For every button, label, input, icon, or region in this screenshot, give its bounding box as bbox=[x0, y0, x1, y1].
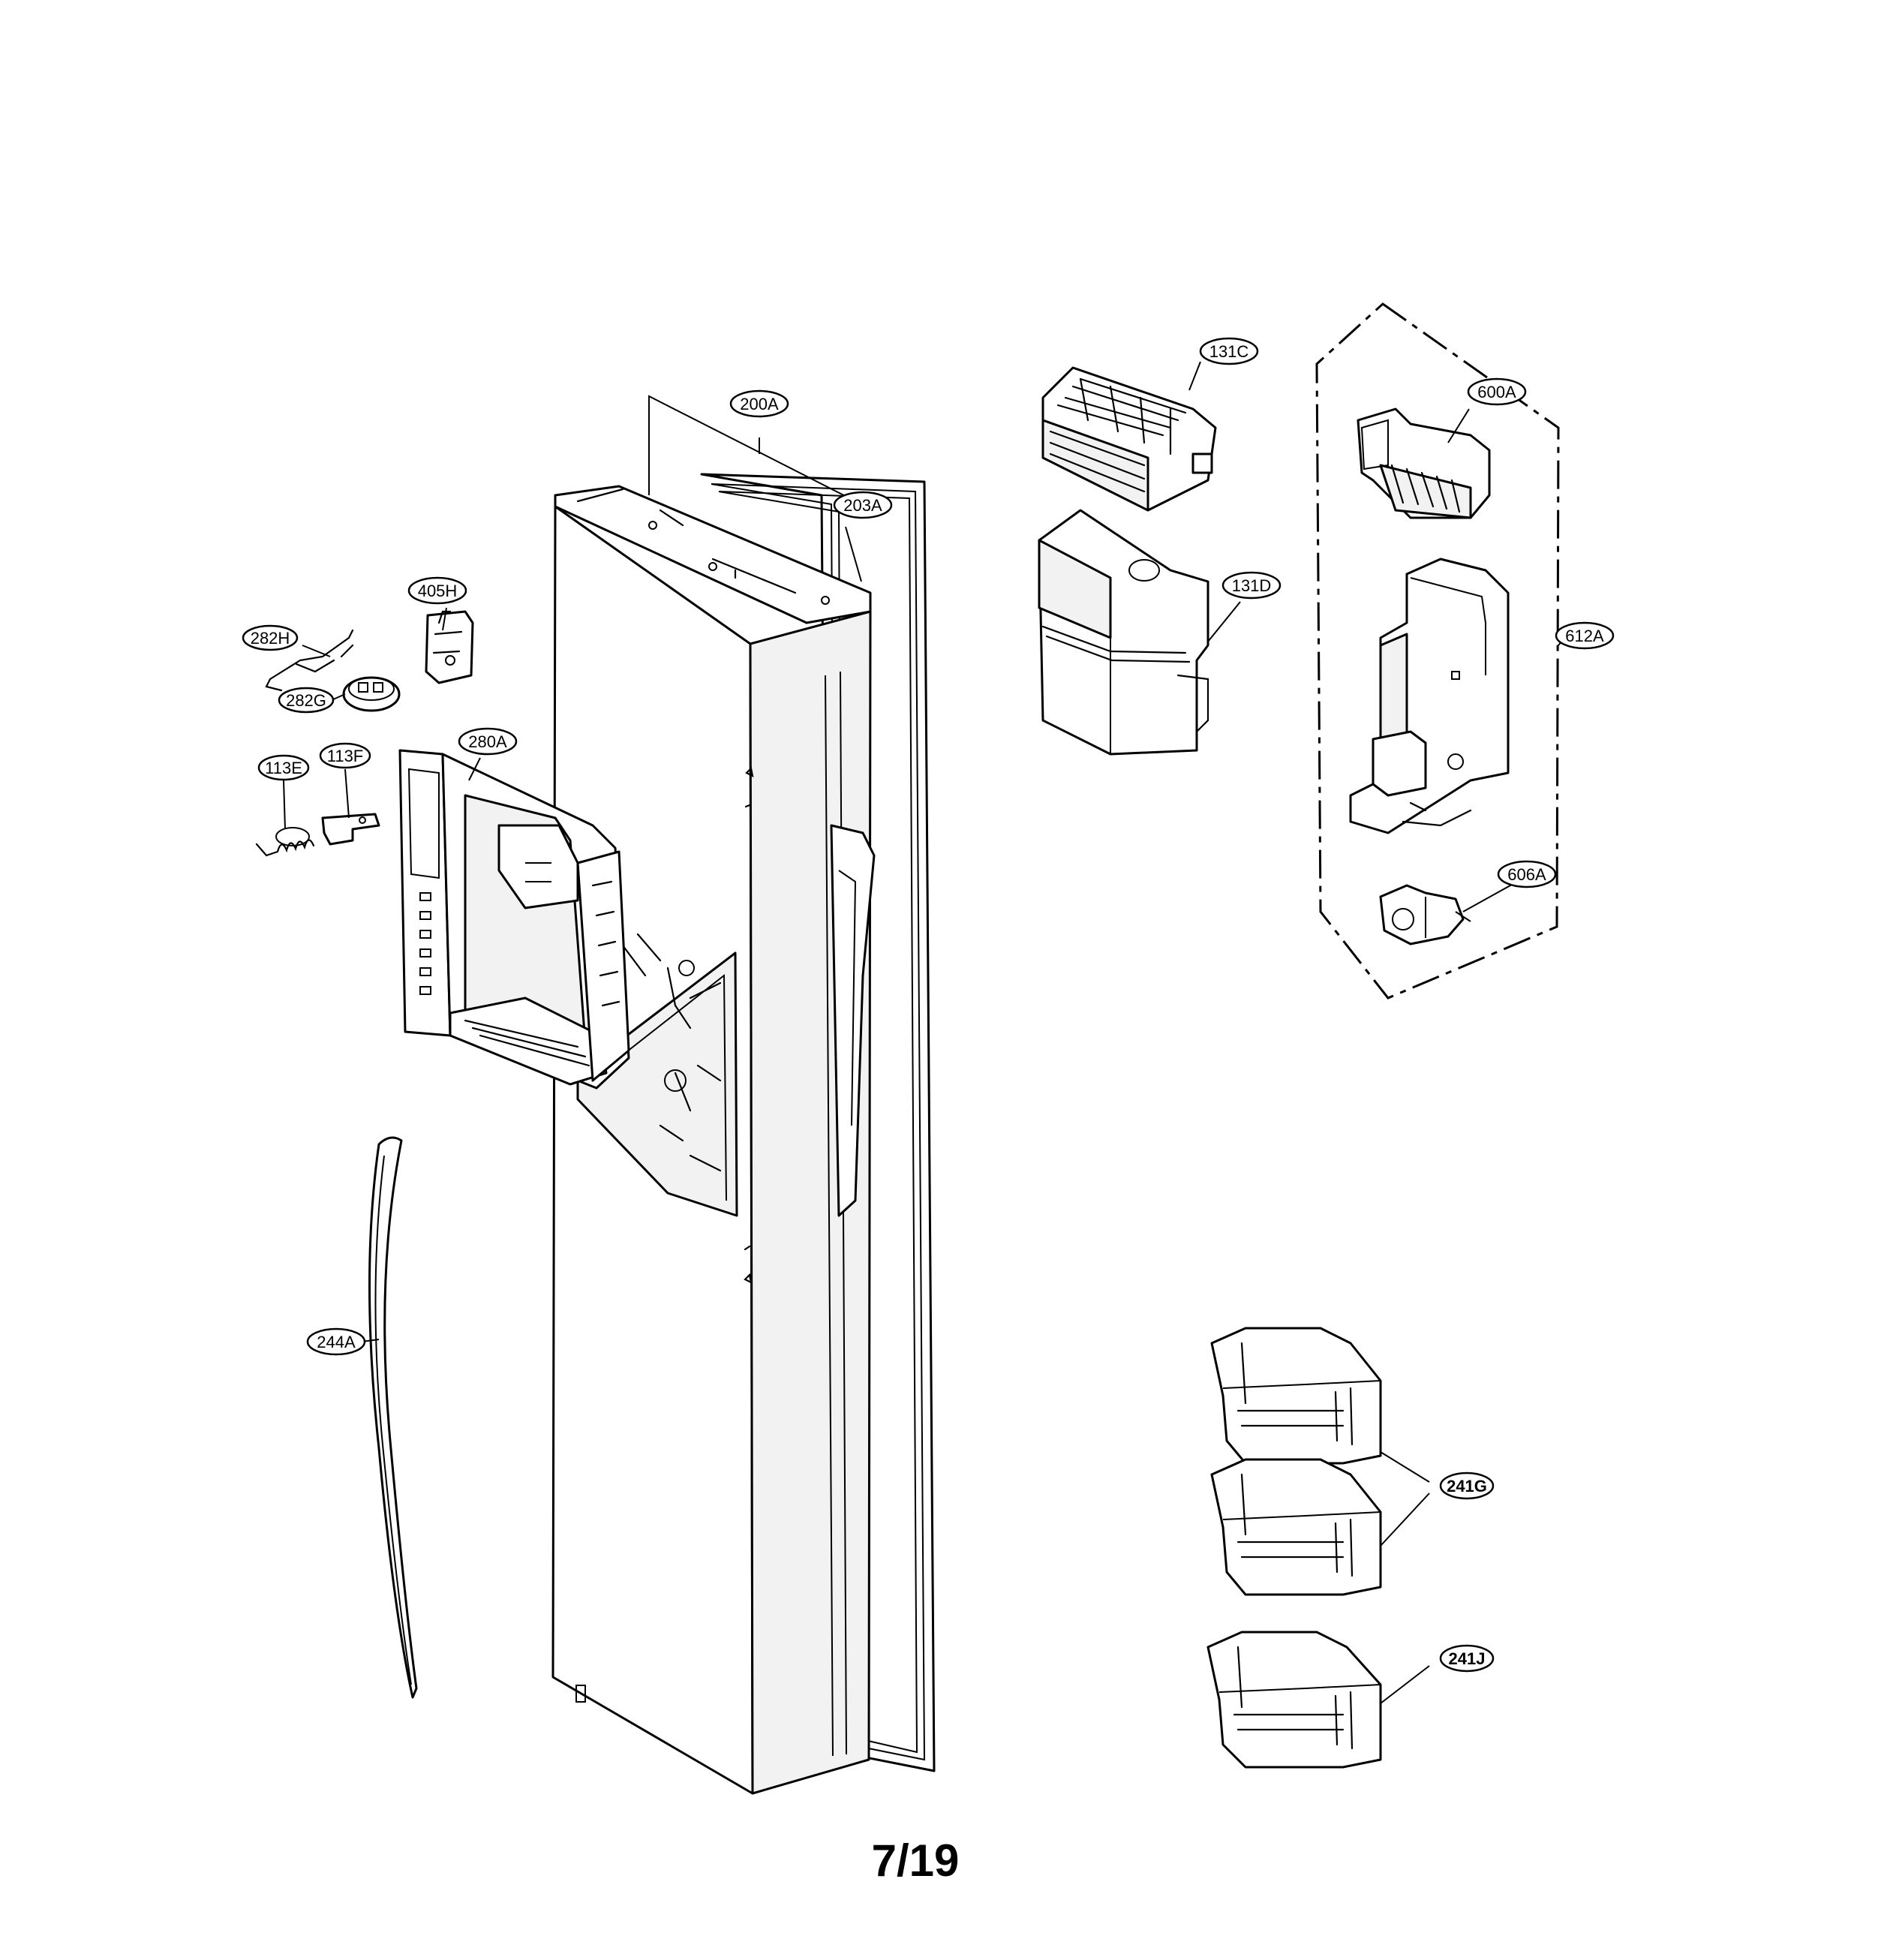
leader-lines bbox=[283, 361, 1567, 1704]
callout-113f: 113F bbox=[319, 742, 371, 769]
callout-label: 612A bbox=[1565, 627, 1604, 645]
callout-label: 113F bbox=[327, 747, 364, 765]
callout-label: 280A bbox=[468, 732, 507, 751]
callout-113e: 113E bbox=[257, 754, 310, 781]
callout-241g: 241G bbox=[1439, 1472, 1495, 1500]
solenoid-405h bbox=[425, 610, 474, 684]
callout-612a: 612A bbox=[1555, 621, 1615, 650]
lever-282h bbox=[265, 629, 354, 692]
callout-203a: 203A bbox=[833, 491, 893, 519]
callout-131c: 131C bbox=[1199, 337, 1259, 365]
callout-label: 241J bbox=[1449, 1649, 1486, 1668]
callout-label: 131D bbox=[1232, 576, 1272, 595]
callout-label: 244A bbox=[317, 1333, 356, 1351]
door-panel bbox=[551, 485, 876, 1795]
door-bin-upper bbox=[1210, 1327, 1382, 1465]
icemaker-assembly-outline bbox=[1315, 302, 1560, 1000]
auger-motor-606a bbox=[1379, 884, 1471, 945]
callout-241j: 241J bbox=[1439, 1644, 1495, 1673]
icemaker-600a bbox=[1357, 407, 1491, 519]
cap-282g bbox=[342, 676, 401, 712]
callout-label: 200A bbox=[740, 395, 779, 413]
callout-200a: 200A bbox=[729, 389, 789, 418]
callout-282h: 282H bbox=[242, 624, 299, 651]
callout-label: 113E bbox=[265, 759, 302, 777]
spring-113e bbox=[255, 827, 315, 857]
callout-606a: 606A bbox=[1497, 860, 1557, 888]
callout-label: 282G bbox=[286, 691, 326, 710]
callout-282g: 282G bbox=[278, 687, 335, 714]
callout-244a: 244A bbox=[306, 1327, 366, 1356]
door-handle bbox=[368, 1136, 418, 1699]
page-number: 7/19 bbox=[872, 1835, 960, 1886]
callout-label: 606A bbox=[1507, 865, 1546, 884]
bracket-113f bbox=[321, 813, 380, 846]
ice-bin-top-131c bbox=[1041, 366, 1217, 512]
icemaker-housing bbox=[1349, 558, 1510, 834]
door-bin-lower bbox=[1206, 1631, 1382, 1769]
door-bin-middle bbox=[1210, 1458, 1382, 1596]
ice-bin-bottom-131d bbox=[1038, 509, 1209, 756]
dispenser-cover bbox=[398, 749, 630, 1090]
callout-280a: 280A bbox=[458, 727, 518, 756]
callout-label: 600A bbox=[1477, 383, 1516, 401]
callout-label: 203A bbox=[843, 496, 882, 515]
callout-label: 405H bbox=[418, 582, 458, 600]
callout-131d: 131D bbox=[1221, 571, 1282, 600]
callout-600a: 600A bbox=[1467, 377, 1527, 406]
door-gasket bbox=[700, 473, 936, 1772]
callout-label: 131C bbox=[1209, 342, 1249, 361]
callout-label: 282H bbox=[251, 629, 290, 648]
callout-405h: 405H bbox=[407, 576, 467, 605]
callout-label: 241G bbox=[1447, 1477, 1487, 1496]
